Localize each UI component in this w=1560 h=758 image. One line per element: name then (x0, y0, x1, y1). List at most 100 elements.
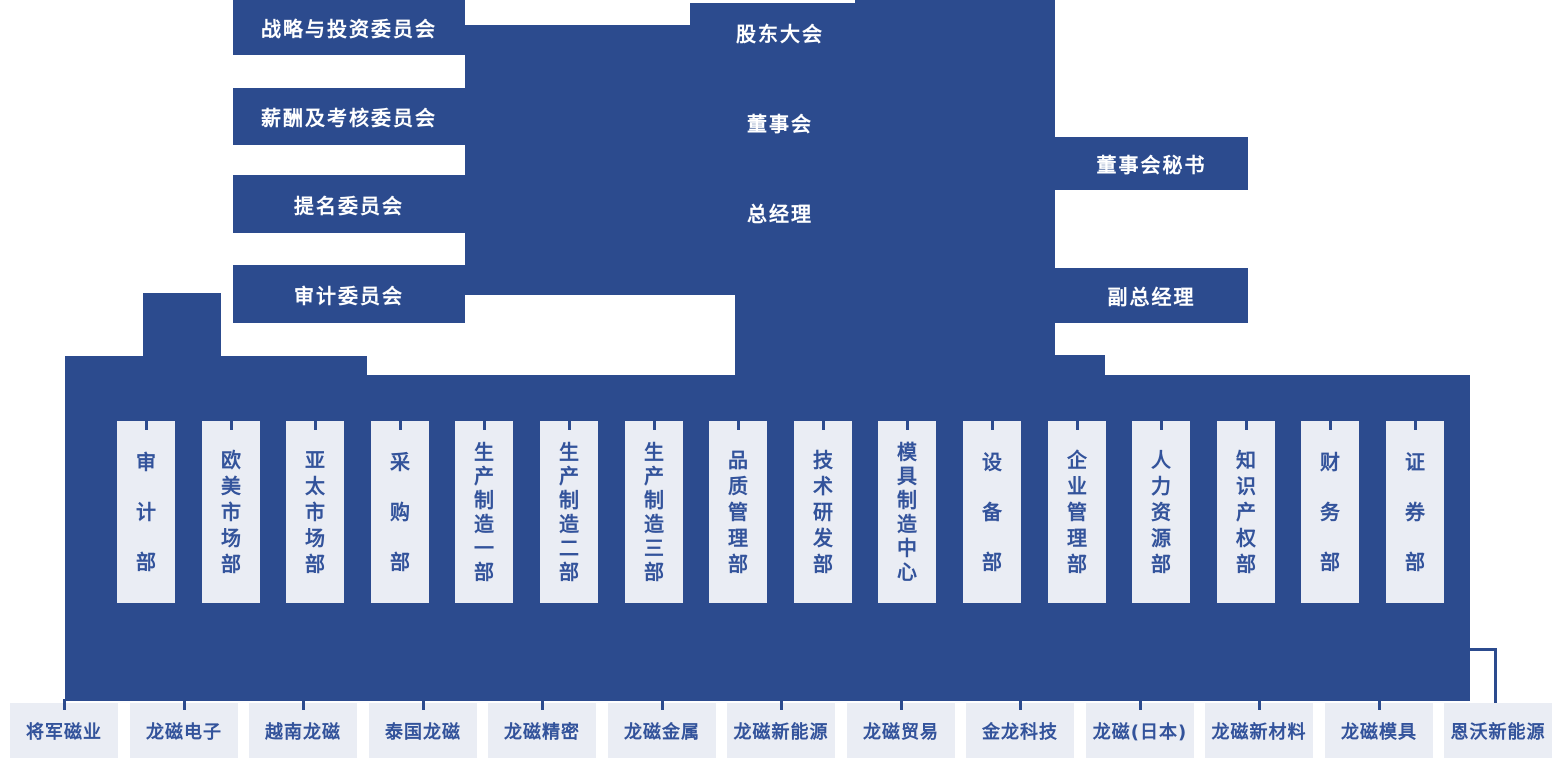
subsidiary-box: 龙磁贸易 (847, 703, 955, 758)
department-label-char: 产 (559, 464, 579, 488)
department-label-char: 采 (390, 450, 410, 474)
subsidiary-label: 恩沃新能源 (1450, 721, 1546, 743)
department-box: 财务部 (1301, 421, 1359, 603)
subsidiary-box: 泰国龙磁 (369, 703, 477, 758)
subsidiary-connector-tick (301, 699, 305, 710)
department-label-char: 市 (221, 500, 241, 524)
department-label-char: 部 (1236, 552, 1256, 576)
department-box: 亚太市场部 (286, 421, 344, 603)
committee-box: 提名委员会 (233, 175, 465, 233)
department-label-char: 业 (1067, 474, 1087, 498)
trunk-lower (735, 295, 1055, 375)
department-label-char: 三 (644, 536, 664, 560)
department-label-char: 二 (559, 536, 579, 560)
department-connector-tick (821, 421, 825, 430)
department-label-char: 理 (1067, 526, 1087, 550)
subsidiary-connector-tick (1257, 699, 1261, 710)
department-label-char: 美 (221, 474, 241, 498)
department-label-char: 术 (813, 474, 833, 498)
department-connector-tick (1413, 421, 1417, 430)
subsidiary-connector-tick (421, 699, 425, 710)
trunk-main (465, 25, 1055, 295)
department-label-char: 备 (982, 500, 1002, 524)
subsidiary-label: 龙磁金属 (624, 721, 700, 743)
subsidiary-connector-tick (1018, 699, 1022, 710)
department-label-char: 设 (982, 450, 1002, 474)
department-label-char: 心 (897, 560, 917, 584)
department-label-char: 生 (644, 440, 664, 464)
subsidiary-connector-tick (779, 699, 783, 710)
department-label-char: 产 (474, 464, 494, 488)
subsidiary-connector-tick (660, 699, 664, 710)
department-label-char: 造 (559, 512, 579, 536)
department-label-char: 知 (1236, 448, 1256, 472)
subsidiary-label: 龙磁(日本) (1092, 721, 1188, 743)
department-label-char: 制 (559, 488, 579, 512)
subsidiary-label: 龙磁电子 (146, 721, 222, 743)
committee-label: 提名委员会 (294, 193, 404, 218)
committee-label: 审计委员会 (294, 283, 404, 308)
department-label-char: 中 (897, 536, 917, 560)
department-label-char: 理 (728, 526, 748, 550)
department-box: 模具制造中心 (878, 421, 936, 603)
department-box: 证券部 (1386, 421, 1444, 603)
committee-box: 审计委员会 (233, 265, 465, 323)
executive-box: 董事会秘书 (1055, 137, 1248, 190)
department-connector-tick (652, 421, 656, 430)
department-box: 欧美市场部 (202, 421, 260, 603)
department-label-char: 计 (136, 500, 156, 524)
subsidiary-label: 龙磁新能源 (733, 721, 829, 743)
department-label-char: 具 (897, 464, 917, 488)
node-board-of-directors: 董事会 (680, 110, 880, 136)
department-label-char: 技 (813, 448, 833, 472)
department-connector-tick (1075, 421, 1079, 430)
department-connector-tick (398, 421, 402, 430)
department-connector-tick (1328, 421, 1332, 430)
subsidiary-box: 龙磁(日本) (1086, 703, 1194, 758)
department-box: 审计部 (117, 421, 175, 603)
department-label-char: 部 (1320, 550, 1340, 574)
subsidiary-label: 龙磁新材料 (1211, 721, 1307, 743)
department-label-char: 源 (1151, 526, 1171, 550)
node-shareholders-meeting: 股东大会 (680, 20, 880, 46)
department-label-char: 生 (474, 440, 494, 464)
subsidiary-connector-tick (1138, 699, 1142, 710)
department-label-char: 财 (1320, 450, 1340, 474)
subsidiary-connector-tick (540, 699, 544, 710)
department-label-char: 部 (136, 550, 156, 574)
department-label-char: 品 (728, 448, 748, 472)
department-connector-tick (736, 421, 740, 430)
department-box: 技术研发部 (794, 421, 852, 603)
right-l-connector-horizontal (1470, 648, 1497, 651)
department-label-char: 造 (474, 512, 494, 536)
node-label: 股东大会 (736, 21, 824, 46)
department-label-char: 造 (644, 512, 664, 536)
executive-label: 副总经理 (1107, 285, 1196, 309)
department-connector-tick (567, 421, 571, 430)
department-box: 知识产权部 (1217, 421, 1275, 603)
department-label-char: 质 (728, 474, 748, 498)
department-label-char: 券 (1405, 500, 1425, 524)
department-connector-tick (1244, 421, 1248, 430)
node-general-manager: 总经理 (680, 200, 880, 226)
department-label-char: 部 (221, 552, 241, 576)
department-label-char: 一 (474, 536, 494, 560)
trunk-top-extension-right (855, 0, 1055, 25)
department-label-char: 部 (390, 550, 410, 574)
subsidiary-label: 龙磁模具 (1341, 721, 1417, 743)
committee-label: 薪酬及考核委员会 (261, 106, 437, 130)
department-label-char: 购 (390, 500, 410, 524)
subsidiary-box: 将军磁业 (10, 703, 118, 758)
department-label-char: 权 (1236, 526, 1256, 550)
subsidiary-connector-tick (62, 699, 66, 710)
department-box: 企业管理部 (1048, 421, 1106, 603)
department-label-char: 部 (982, 550, 1002, 574)
subsidiary-box: 龙磁精密 (488, 703, 596, 758)
band-left-lip (65, 356, 367, 375)
department-label-char: 部 (559, 560, 579, 584)
department-label-char: 太 (305, 474, 325, 498)
department-label-char: 部 (644, 560, 664, 584)
department-label-char: 资 (1151, 500, 1171, 524)
department-label-char: 发 (813, 526, 833, 550)
department-label-char: 证 (1405, 450, 1425, 474)
